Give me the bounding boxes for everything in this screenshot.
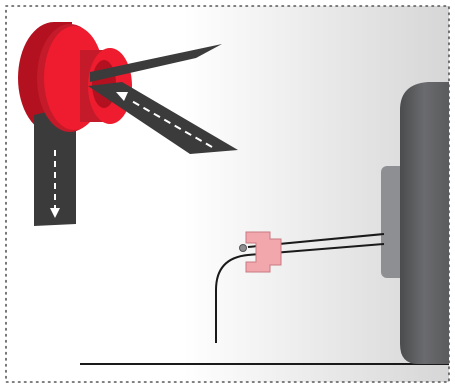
device-icon [381,82,449,364]
cable-lower [215,243,385,343]
tape-out [90,44,222,82]
connector-pin [239,244,247,252]
tape-in [88,82,238,154]
device-body [400,82,449,364]
connector-icon [239,231,282,273]
tape-in-marking [129,99,213,148]
tape-down-arrow [50,208,60,218]
connector-body [245,231,282,273]
tape-in-arrow [116,92,128,101]
tape-reel-icon [18,22,238,226]
